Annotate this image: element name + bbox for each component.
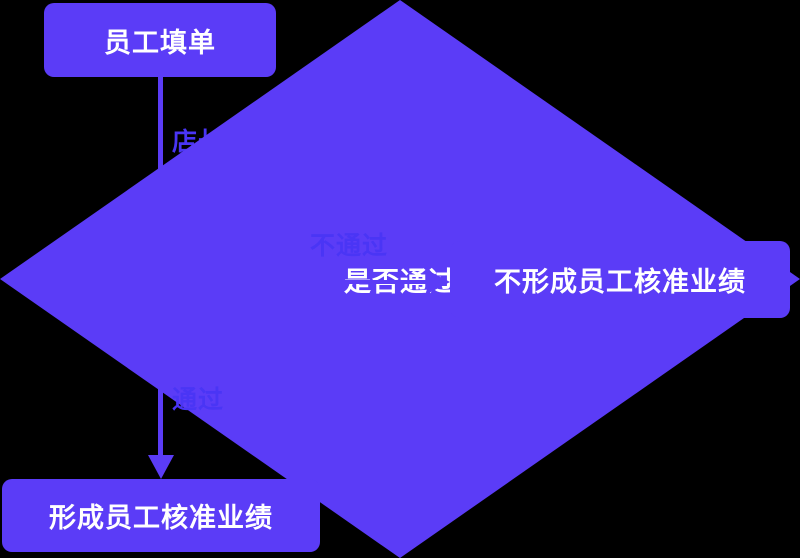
edge-decision-to-accept-line — [158, 341, 163, 456]
edge-decision-to-reject-line — [289, 280, 429, 284]
edge-label-not-passed: 不通过 — [310, 232, 389, 260]
arrow-right-icon — [427, 270, 450, 294]
flow-node-reject[interactable]: 不形成员工核准业绩 — [450, 241, 790, 318]
edge-label-passed: 通过 — [172, 386, 225, 414]
flow-node-accept[interactable]: 形成员工核准业绩 — [2, 479, 320, 552]
arrow-down-icon — [148, 455, 174, 479]
edge-start-to-decision-line — [158, 77, 163, 199]
flow-node-start[interactable]: 员工填单 — [44, 3, 276, 77]
